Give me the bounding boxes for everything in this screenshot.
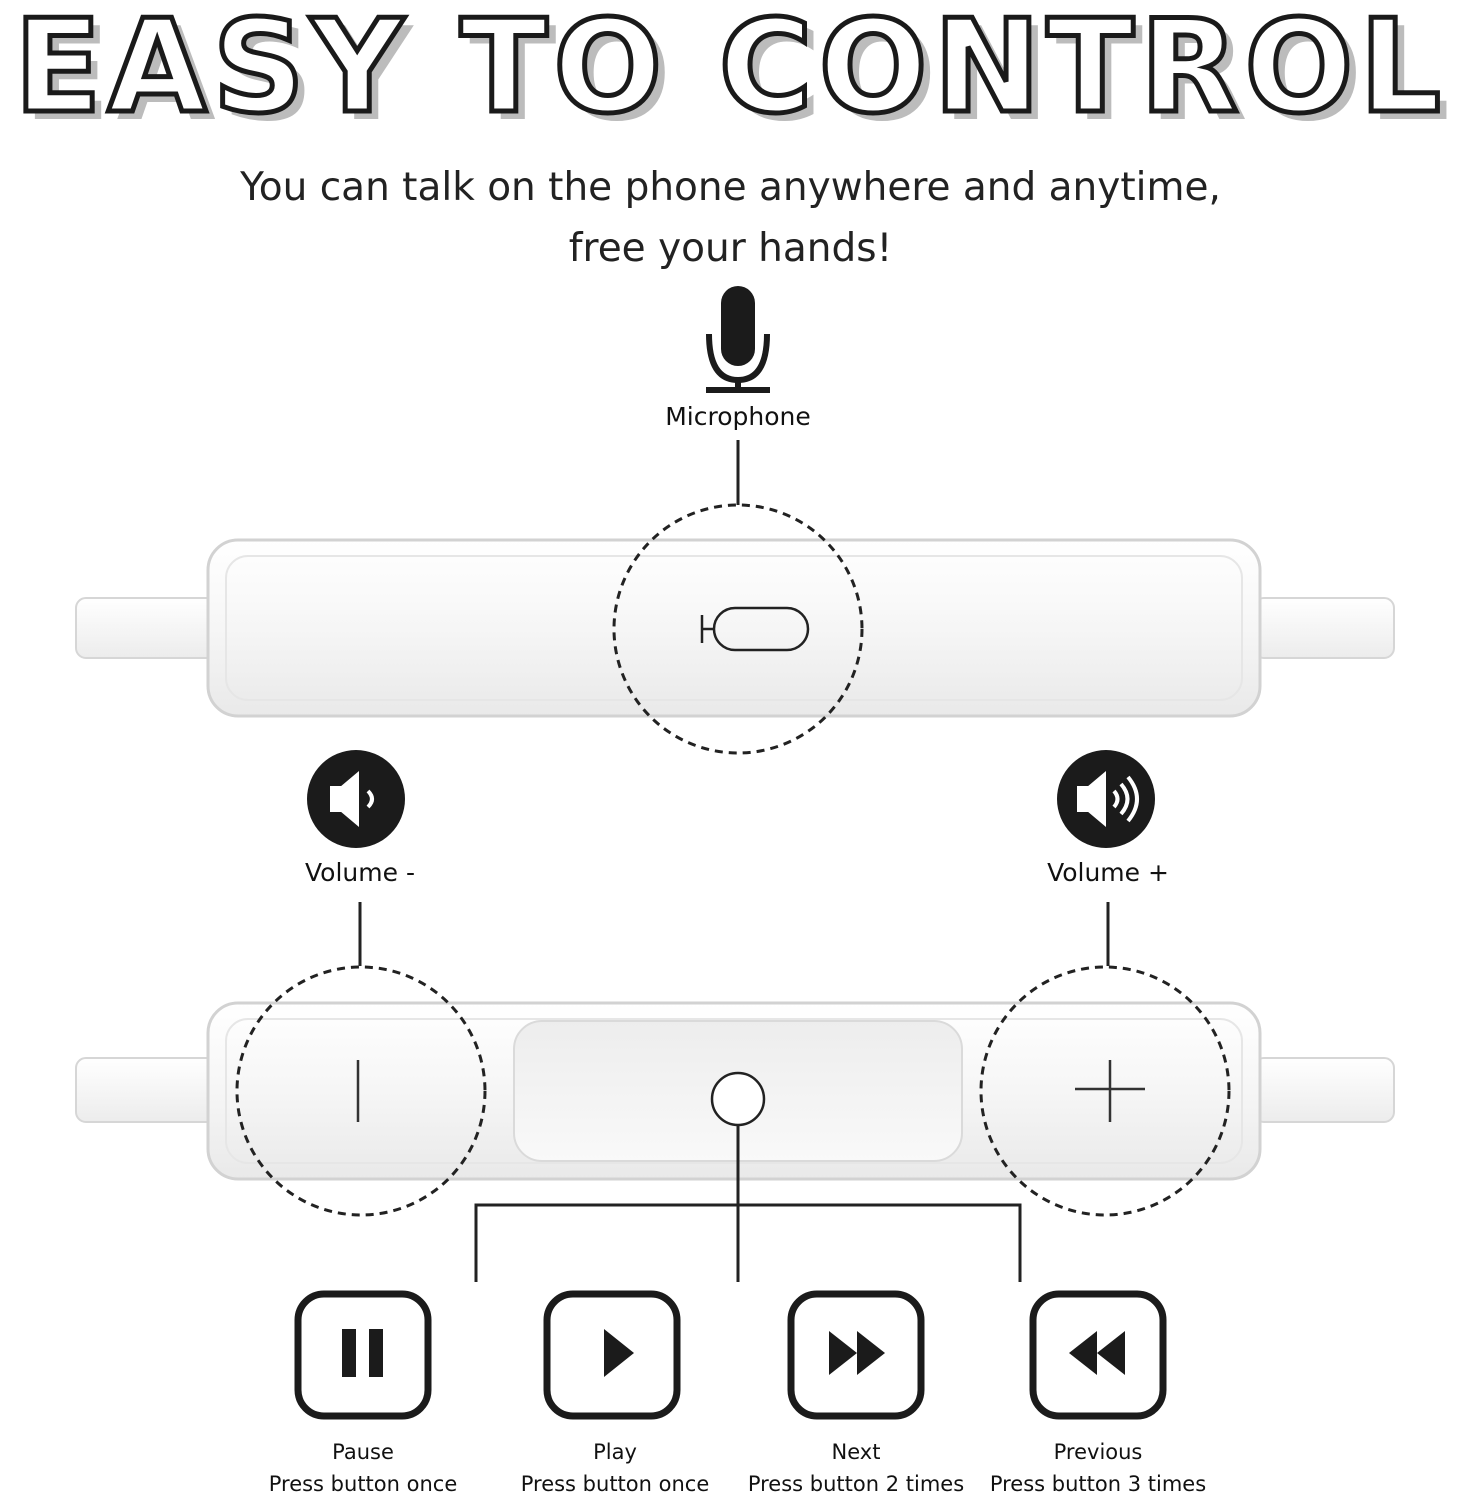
play-description: Play Press button once bbox=[485, 1436, 745, 1500]
pause-action: Press button once bbox=[268, 1472, 458, 1496]
previous-name: Previous bbox=[1053, 1440, 1143, 1464]
volume-up-label: Volume + bbox=[1047, 858, 1169, 887]
pause-icon bbox=[294, 1290, 432, 1420]
microphone-label: Microphone bbox=[665, 402, 811, 431]
microphone-icon bbox=[706, 286, 770, 393]
speaker-high-icon bbox=[1057, 750, 1155, 848]
speaker-low-icon bbox=[307, 750, 405, 848]
play-icon bbox=[543, 1290, 681, 1420]
next-description: Next Press button 2 times bbox=[726, 1436, 986, 1500]
next-action: Press button 2 times bbox=[747, 1472, 965, 1496]
center-button-icon bbox=[710, 1071, 766, 1127]
play-action: Press button once bbox=[520, 1472, 710, 1496]
play-name: Play bbox=[593, 1440, 637, 1464]
fast-forward-icon bbox=[787, 1290, 925, 1420]
volume-up-highlight-circle bbox=[979, 965, 1231, 1217]
page-title: EASY TO CONTROL bbox=[12, 0, 1447, 142]
microphone-hole-icon bbox=[700, 606, 810, 652]
pause-description: Pause Press button once bbox=[233, 1436, 493, 1500]
top-remote bbox=[75, 538, 1395, 718]
volume-down-highlight-circle bbox=[235, 965, 487, 1217]
pause-name: Pause bbox=[332, 1440, 394, 1464]
subtitle-line-2: free your hands! bbox=[568, 226, 893, 271]
microphone-highlight-circle bbox=[612, 503, 864, 755]
previous-description: Previous Press button 3 times bbox=[968, 1436, 1228, 1500]
next-name: Next bbox=[831, 1440, 881, 1464]
previous-action: Press button 3 times bbox=[989, 1472, 1207, 1496]
volume-down-label: Volume - bbox=[305, 858, 415, 887]
control-bracket bbox=[474, 1126, 1022, 1282]
rewind-icon bbox=[1029, 1290, 1167, 1420]
subtitle-line-1: You can talk on the phone anywhere and a… bbox=[240, 165, 1221, 210]
plus-icon bbox=[1075, 1060, 1145, 1122]
